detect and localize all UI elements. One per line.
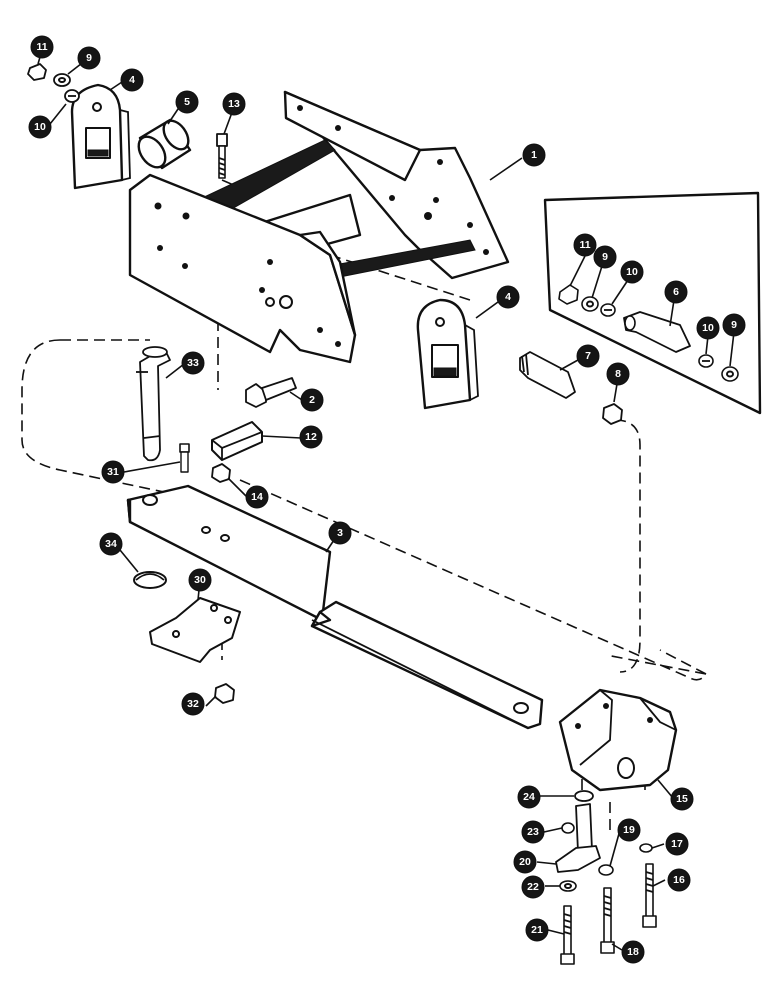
svg-text:9: 9 bbox=[86, 52, 92, 64]
drawbar-part bbox=[126, 484, 544, 730]
side-plate-lower bbox=[416, 298, 479, 410]
svg-text:32: 32 bbox=[187, 698, 199, 710]
svg-text:6: 6 bbox=[673, 286, 679, 298]
svg-text:10: 10 bbox=[34, 121, 46, 133]
pin-7 bbox=[519, 351, 576, 399]
svg-text:10: 10 bbox=[626, 266, 638, 278]
callout-11-upper: 11 bbox=[30, 35, 54, 59]
callout-13: 13 bbox=[222, 92, 246, 116]
svg-text:14: 14 bbox=[251, 491, 263, 503]
svg-text:5: 5 bbox=[184, 96, 190, 108]
callout-18: 18 bbox=[621, 940, 645, 964]
svg-text:10: 10 bbox=[702, 322, 714, 334]
svg-text:1: 1 bbox=[531, 149, 537, 161]
svg-text:4: 4 bbox=[505, 291, 511, 303]
callout-8: 8 bbox=[606, 362, 630, 386]
callout-4-middle: 4 bbox=[496, 285, 520, 309]
nut-8 bbox=[602, 403, 623, 425]
callout-9-panel-right: 9 bbox=[722, 313, 746, 337]
side-plate-upper bbox=[70, 83, 131, 190]
svg-text:12: 12 bbox=[305, 431, 317, 443]
svg-text:11: 11 bbox=[579, 239, 590, 251]
callout-31: 31 bbox=[101, 460, 125, 484]
callout-10-panel-left: 10 bbox=[620, 260, 644, 284]
callout-14: 14 bbox=[245, 485, 269, 509]
svg-text:3: 3 bbox=[337, 527, 343, 539]
link-12 bbox=[211, 421, 263, 461]
callout-21: 21 bbox=[525, 918, 549, 942]
svg-text:34: 34 bbox=[105, 538, 117, 550]
hardware-upper-left bbox=[27, 63, 80, 103]
svg-text:22: 22 bbox=[527, 881, 539, 893]
bolt-31 bbox=[179, 443, 190, 473]
callout-7: 7 bbox=[576, 344, 600, 368]
callout-9-panel-left: 9 bbox=[593, 245, 617, 269]
clip-34 bbox=[133, 571, 167, 589]
callout-33: 33 bbox=[181, 351, 205, 375]
bolt-13 bbox=[216, 133, 228, 179]
callout-30: 30 bbox=[188, 568, 212, 592]
svg-text:8: 8 bbox=[615, 368, 621, 380]
callout-34: 34 bbox=[99, 532, 123, 556]
svg-text:9: 9 bbox=[731, 319, 737, 331]
callout-12: 12 bbox=[299, 425, 323, 449]
svg-text:24: 24 bbox=[523, 791, 535, 803]
svg-text:23: 23 bbox=[527, 826, 539, 838]
svg-text:15: 15 bbox=[676, 793, 688, 805]
svg-text:11: 11 bbox=[36, 41, 47, 53]
svg-text:19: 19 bbox=[623, 824, 635, 836]
callout-3: 3 bbox=[328, 521, 352, 545]
callout-1: 1 bbox=[522, 143, 546, 167]
bushing-part bbox=[137, 118, 192, 170]
svg-text:9: 9 bbox=[602, 251, 608, 263]
callout-19: 19 bbox=[617, 818, 641, 842]
svg-text:16: 16 bbox=[673, 874, 685, 886]
callout-4-upper: 4 bbox=[120, 68, 144, 92]
svg-text:30: 30 bbox=[194, 574, 206, 586]
svg-text:2: 2 bbox=[309, 394, 315, 406]
callout-17: 17 bbox=[665, 832, 689, 856]
svg-text:4: 4 bbox=[129, 74, 135, 86]
svg-text:13: 13 bbox=[228, 98, 240, 110]
callout-32: 32 bbox=[181, 692, 205, 716]
callout-20: 20 bbox=[513, 850, 537, 874]
svg-text:33: 33 bbox=[187, 357, 199, 369]
pin-33 bbox=[136, 346, 171, 462]
clevis-15 bbox=[558, 688, 678, 792]
nut-32 bbox=[214, 683, 235, 704]
inset-panel bbox=[543, 191, 762, 415]
nut-14 bbox=[211, 463, 231, 483]
callout-10-upper: 10 bbox=[28, 115, 52, 139]
callout-24: 24 bbox=[517, 785, 541, 809]
callout-10-panel-right: 10 bbox=[696, 316, 720, 340]
callout-2: 2 bbox=[300, 388, 324, 412]
svg-text:31: 31 bbox=[107, 466, 119, 478]
leader-lines bbox=[37, 49, 735, 951]
svg-text:21: 21 bbox=[531, 924, 543, 936]
bracket-30 bbox=[149, 597, 241, 663]
callout-23: 23 bbox=[521, 820, 545, 844]
callout-22: 22 bbox=[521, 875, 545, 899]
bolt-2 bbox=[245, 377, 297, 408]
callout-16: 16 bbox=[667, 868, 691, 892]
svg-text:7: 7 bbox=[585, 350, 591, 362]
callout-11-panel: 11 bbox=[573, 233, 597, 257]
svg-text:18: 18 bbox=[627, 946, 639, 958]
main-frame-part bbox=[128, 90, 510, 364]
lower-hardware bbox=[555, 790, 657, 965]
svg-text:20: 20 bbox=[519, 856, 531, 868]
callout-15: 15 bbox=[670, 787, 694, 811]
svg-text:17: 17 bbox=[671, 838, 683, 850]
callout-9-upper: 9 bbox=[77, 46, 101, 70]
callout-6: 6 bbox=[664, 280, 688, 304]
callout-5: 5 bbox=[175, 90, 199, 114]
